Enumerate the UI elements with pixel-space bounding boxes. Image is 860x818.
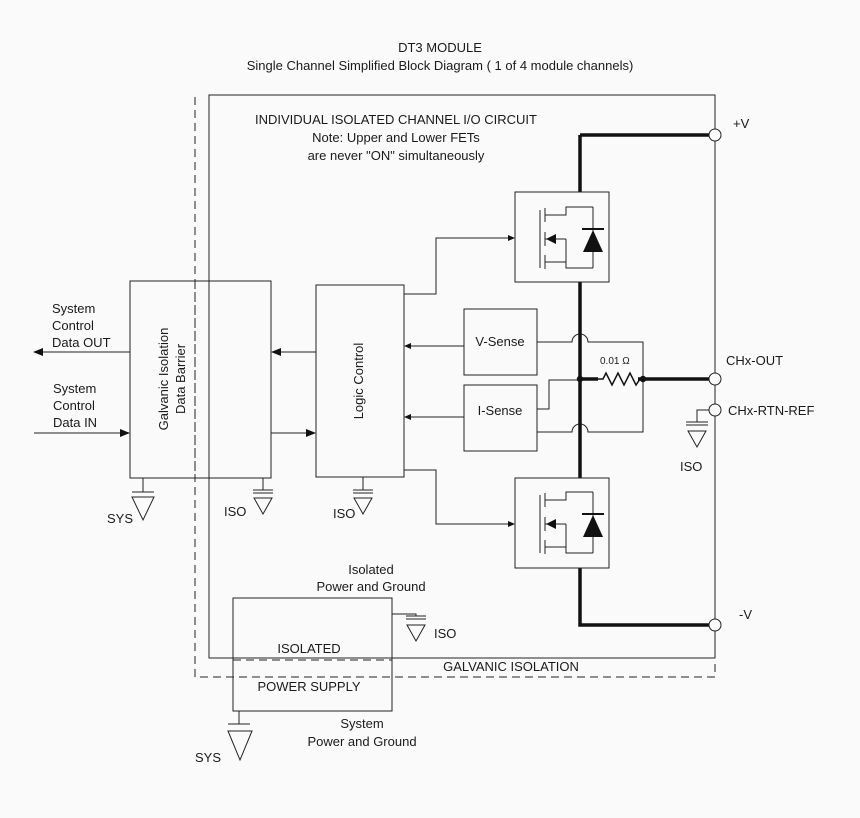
lower-fet-icon xyxy=(514,477,610,569)
data-in-label-3: Data IN xyxy=(53,415,97,430)
return-terminal-label: CHx-RTN-REF xyxy=(728,403,814,418)
i-sense-input-wire-1 xyxy=(537,379,580,410)
isolated-power-label-1: Isolated xyxy=(348,562,394,577)
data-barrier-label-2: Data Barrier xyxy=(173,343,188,414)
data-in-label-2: Control xyxy=(53,398,95,413)
data-out-label-2: Control xyxy=(52,318,94,333)
data-barrier-label-1: Galvanic Isolation xyxy=(156,328,171,431)
resistor-bg xyxy=(598,370,638,388)
iso-ground-label-4: ISO xyxy=(680,459,702,474)
psu-label-top: ISOLATED xyxy=(277,641,340,656)
diagram-title: DT3 MODULE xyxy=(398,40,482,55)
psu-label-bottom: POWER SUPPLY xyxy=(257,679,360,694)
return-terminal xyxy=(708,403,722,417)
iso-ground-icon-1 xyxy=(253,478,273,516)
power-rail xyxy=(578,135,715,627)
channel-note-line2: are never "ON" simultaneously xyxy=(308,148,485,163)
data-out-label-1: System xyxy=(52,301,95,316)
sys-ground-icon-2 xyxy=(227,711,253,762)
data-barrier-block xyxy=(129,280,272,479)
logic-control-label: Logic Control xyxy=(351,343,366,420)
logic-control-block xyxy=(315,284,405,478)
iso-ground-icon-2 xyxy=(353,477,373,516)
data-out-label-3: Data OUT xyxy=(52,335,111,350)
junction-dot-2 xyxy=(639,375,647,383)
diagram-subtitle: Single Channel Simplified Block Diagram … xyxy=(247,58,634,73)
positive-terminal-label: +V xyxy=(733,116,750,131)
channel-circuit-box xyxy=(208,94,716,659)
channel-circuit-label: INDIVIDUAL ISOLATED CHANNEL I/O CIRCUIT xyxy=(255,112,537,127)
galvanic-isolation-label: GALVANIC ISOLATION xyxy=(443,659,579,674)
data-in-label-1: System xyxy=(53,381,96,396)
upper-fet-icon xyxy=(514,191,610,283)
sys-ground-icon xyxy=(131,478,155,522)
i-sense-block xyxy=(463,384,538,452)
sys-ground-label-2: SYS xyxy=(195,750,221,765)
positive-terminal xyxy=(708,128,722,142)
isolated-power-label-2: Power and Ground xyxy=(316,579,425,594)
shunt-resistor-icon xyxy=(596,371,641,387)
lower-fet-drive-line xyxy=(404,469,515,527)
output-terminal xyxy=(708,372,722,386)
sys-ground-label-1: SYS xyxy=(107,511,133,526)
shunt-resistor-label: 0.01 Ω xyxy=(600,356,630,367)
i-sense-label: I-Sense xyxy=(478,403,523,418)
iso-ground-label-3: ISO xyxy=(434,626,456,641)
upper-fet-drive-line xyxy=(404,235,515,295)
isolated-power-supply-block xyxy=(232,597,393,712)
output-terminal-label: CHx-OUT xyxy=(726,353,783,368)
junction-dot-1 xyxy=(576,375,584,383)
system-power-label-1: System xyxy=(340,716,383,731)
iso-ground-label-1: ISO xyxy=(224,504,246,519)
channel-note-line1: Note: Upper and Lower FETs xyxy=(312,130,480,145)
iso-ground-icon-4 xyxy=(686,409,709,449)
negative-terminal xyxy=(708,618,722,632)
negative-terminal-label: -V xyxy=(739,607,752,622)
iso-ground-icon-3 xyxy=(392,613,426,643)
system-power-label-2: Power and Ground xyxy=(307,734,416,749)
iso-ground-label-2: ISO xyxy=(333,506,355,521)
v-sense-label: V-Sense xyxy=(475,334,524,349)
